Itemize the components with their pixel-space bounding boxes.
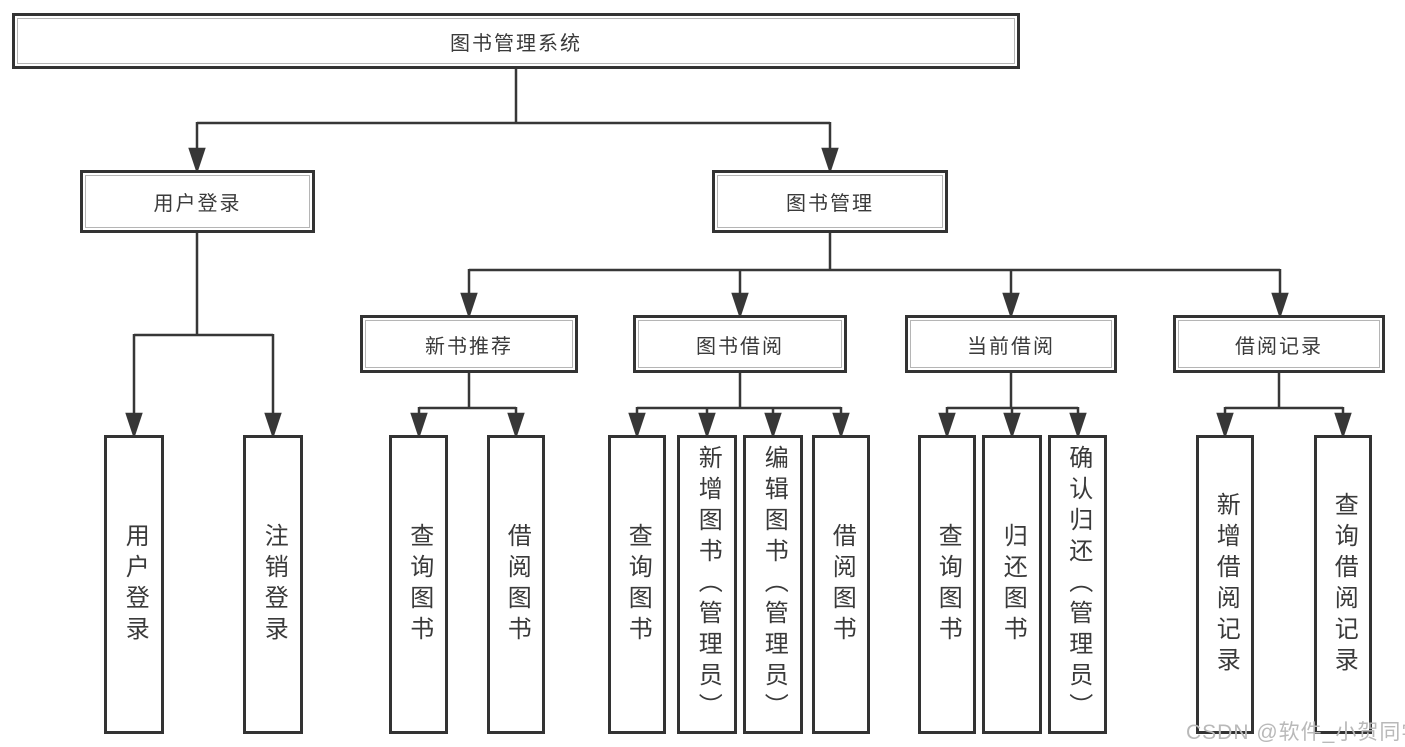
arrow-down-icon	[460, 292, 478, 319]
arrow-down-icon	[1216, 412, 1234, 439]
node-label: 图书借阅	[696, 335, 784, 358]
node-leaf-query-books-2: 查询图书	[608, 435, 666, 734]
arrow-down-icon	[1069, 412, 1087, 439]
node-label: 新增图书（管理员）	[694, 445, 722, 724]
node-leaf-query-borrow-record: 查询借阅记录	[1314, 435, 1372, 734]
csdn-watermark: CSDN @软件_小贺同学	[1186, 721, 1405, 744]
node-leaf-add-borrow-record: 新增借阅记录	[1196, 435, 1254, 734]
node-label: 注销登录	[260, 522, 288, 647]
node-leaf-query-books-3: 查询图书	[918, 435, 976, 734]
node-label: 新增借阅记录	[1212, 491, 1240, 678]
node-label: 编辑图书（管理员）	[760, 445, 788, 724]
node-leaf-borrow-books-1: 借阅图书	[487, 435, 545, 734]
node-label: 查询借阅记录	[1330, 491, 1358, 678]
arrow-down-icon	[698, 412, 716, 439]
node-book-borrowing: 图书借阅	[633, 315, 847, 373]
node-label: 当前借阅	[967, 335, 1055, 358]
node-label: 图书管理系统	[450, 32, 582, 55]
node-label: 图书管理	[786, 193, 874, 215]
arrow-down-icon	[938, 412, 956, 439]
arrow-down-icon	[1334, 412, 1352, 439]
node-book-management-branch: 图书管理	[712, 170, 948, 233]
node-leaf-add-books-admin: 新增图书（管理员）	[677, 435, 737, 734]
node-leaf-query-books-1: 查询图书	[389, 435, 448, 734]
node-leaf-return-books: 归还图书	[982, 435, 1042, 734]
arrow-down-icon	[188, 147, 206, 174]
node-label: 新书推荐	[425, 335, 513, 358]
node-label: 归还图书	[999, 522, 1027, 647]
arrow-down-icon	[821, 147, 839, 174]
node-user-login-branch: 用户登录	[80, 170, 315, 233]
node-leaf-logout: 注销登录	[243, 435, 303, 734]
node-label: 查询图书	[624, 522, 652, 647]
arrow-down-icon	[507, 412, 525, 439]
node-label: 用户登录	[121, 522, 149, 647]
arrow-down-icon	[1002, 292, 1020, 319]
node-label: 用户登录	[153, 193, 242, 215]
arrow-down-icon	[764, 412, 782, 439]
arrow-down-icon	[628, 412, 646, 439]
node-label: 确认归还（管理员）	[1064, 445, 1092, 724]
node-label: 查询图书	[405, 522, 433, 647]
node-leaf-user-login: 用户登录	[104, 435, 164, 734]
node-leaf-borrow-books-2: 借阅图书	[812, 435, 870, 734]
node-label: 借阅图书	[503, 522, 531, 647]
arrow-down-icon	[832, 412, 850, 439]
arrow-down-icon	[125, 412, 143, 439]
node-label: 查询图书	[934, 522, 962, 647]
node-current-borrowing: 当前借阅	[905, 315, 1117, 373]
node-label: 借阅记录	[1235, 335, 1323, 358]
node-library-management-system: 图书管理系统	[12, 13, 1020, 69]
arrow-down-icon	[264, 412, 282, 439]
arrow-down-icon	[731, 292, 749, 319]
node-borrowing-records: 借阅记录	[1173, 315, 1385, 373]
arrow-down-icon	[1271, 292, 1289, 319]
arrow-down-icon	[410, 412, 428, 439]
node-leaf-edit-books-admin: 编辑图书（管理员）	[743, 435, 803, 734]
node-new-book-recommendation: 新书推荐	[360, 315, 578, 373]
arrow-down-icon	[1003, 412, 1021, 439]
node-leaf-confirm-return-admin: 确认归还（管理员）	[1048, 435, 1107, 734]
node-label: 借阅图书	[828, 522, 856, 647]
